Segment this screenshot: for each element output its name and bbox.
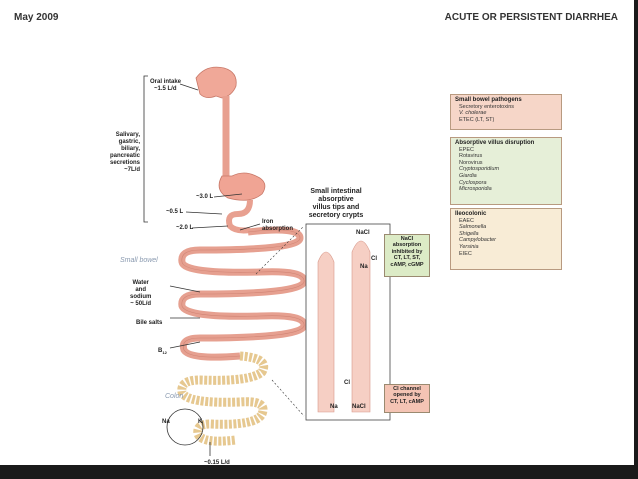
villus-title: Small intestinal absorptive villus tips …: [308, 188, 364, 219]
na-k-loop: [166, 408, 204, 446]
cl-bottom-label: Cl: [344, 380, 350, 386]
box-absorptive-villus-disruption: Absorptive villus disruption EPEC Rotavi…: [450, 137, 562, 205]
bile-salts-label: Bile salts: [136, 320, 163, 326]
na-top-label: Na: [360, 264, 368, 270]
villus-right: [351, 240, 371, 413]
box-ileocolonic: Ileocolonic EAEC Salmonella Shigella Cam…: [450, 208, 562, 270]
secretions-label: Salivary, gastric, biliary, pancreatic s…: [109, 132, 140, 173]
k-label: K: [198, 419, 203, 425]
stomach: [218, 172, 266, 201]
two-liters-label: ~2.0 L: [176, 225, 194, 231]
three-liters-label: ~3.0 L: [196, 194, 214, 200]
cl-top-label: Cl: [371, 256, 377, 262]
duodenum: [226, 199, 253, 234]
water-label: Water and sodium ~ 50L/d: [130, 280, 152, 307]
na-bottom-label: Na: [330, 404, 338, 410]
villus-left: [317, 251, 335, 413]
nacl-top-label: NaCl: [356, 230, 370, 236]
cl-channel-note: Cl channel opened by CT, LT, cAMP: [384, 384, 430, 413]
mouth-shape: [195, 66, 237, 99]
note-bg-nacl: [384, 234, 430, 276]
bottom-bar: [0, 465, 638, 479]
output-label: ~0.15 L/d: [204, 460, 230, 466]
colon-label: Colon: [165, 393, 184, 400]
header-left: May 2009: [14, 12, 59, 23]
header-right: ACUTE OR PERSISTENT DIARRHEA: [444, 12, 618, 23]
zoom-lines: [255, 225, 305, 417]
small-bowel-label: Small bowel: [120, 257, 158, 264]
half-liter-label: ~0.5 L: [166, 209, 184, 215]
box-small-bowel-pathogens: Small bowel pathogens Secretory enteroto…: [450, 94, 562, 130]
right-bar: [634, 0, 638, 479]
note-bg-cl: [384, 384, 430, 412]
colon: [177, 351, 269, 446]
oral-intake-label: Oral intake ~1.5 L/d: [150, 79, 182, 92]
arrows: [169, 83, 261, 456]
box-bg-3: [450, 208, 562, 270]
box-bg-1: [450, 94, 562, 130]
nacl-bottom-label: NaCl: [352, 404, 366, 410]
box-bg-2: [450, 137, 562, 205]
iron-label: Iron absorption: [262, 219, 293, 232]
nacl-inhibited-note: NaCl absorption inhibited by CT, LT, ST,…: [384, 234, 430, 277]
na-label: Na: [162, 419, 170, 425]
intake-bracket: [143, 75, 148, 223]
b12-label: B12: [158, 348, 167, 356]
